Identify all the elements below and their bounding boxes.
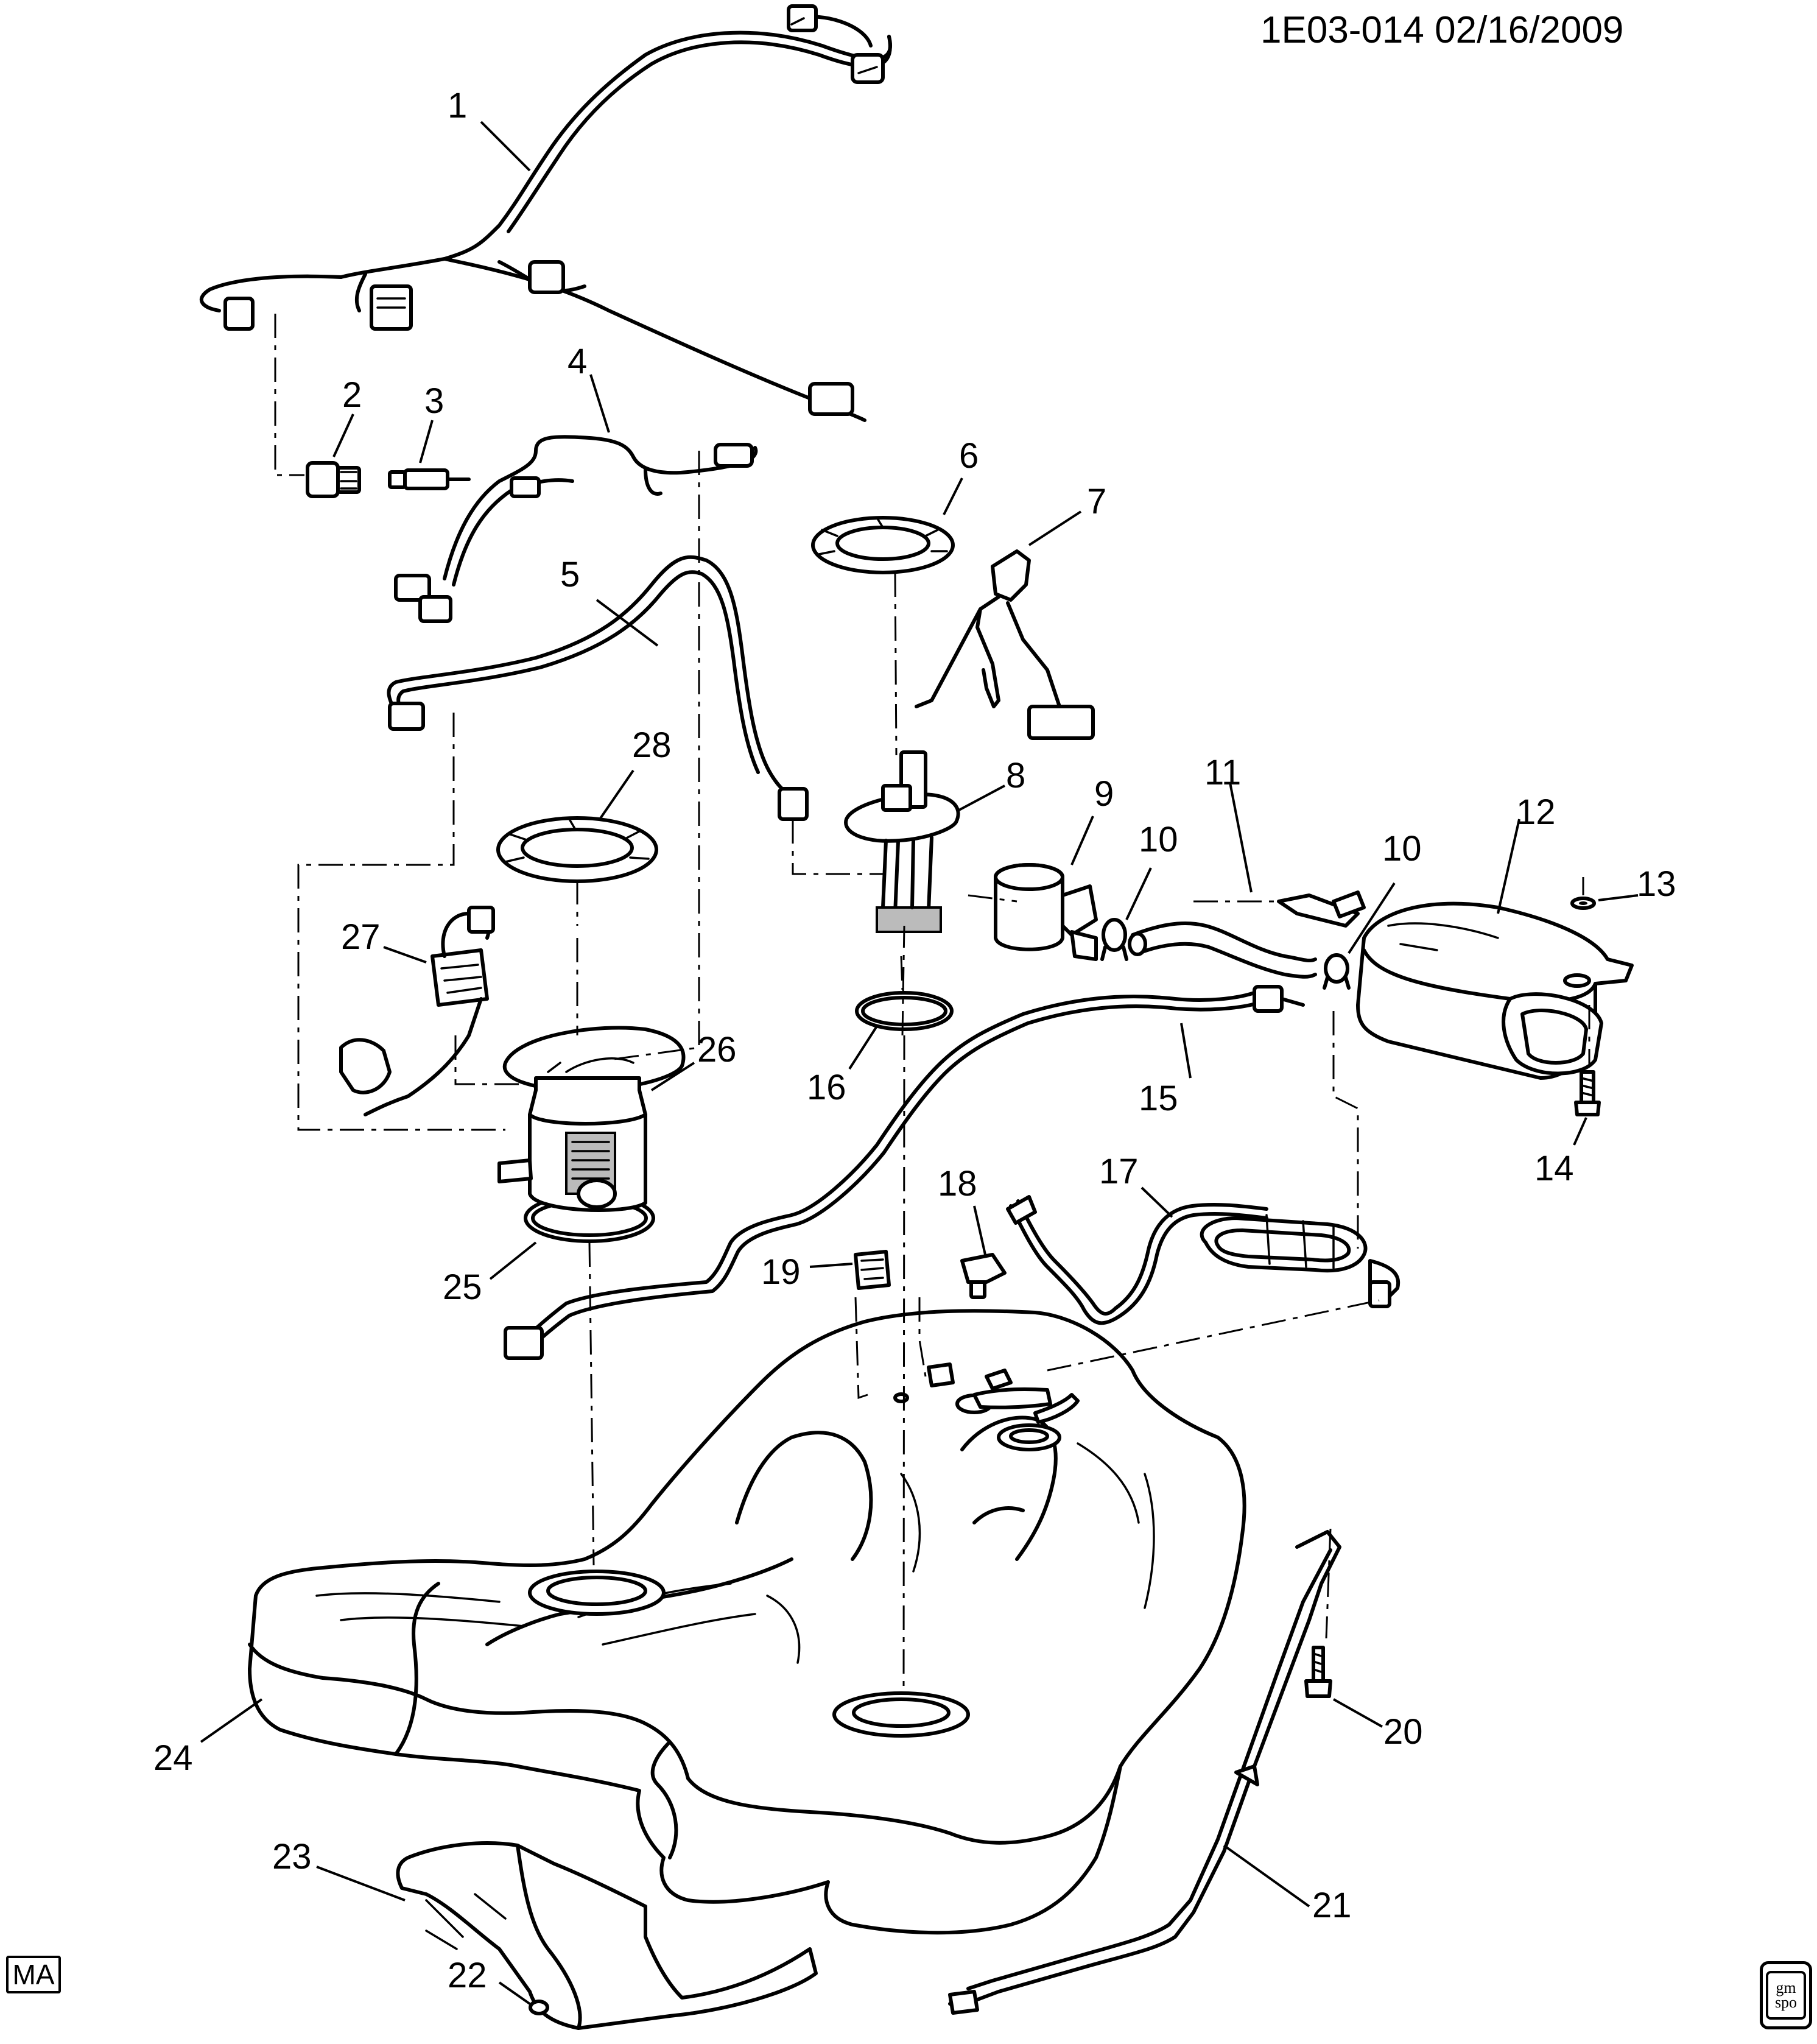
fuel-filter-part-9: [994, 863, 1098, 961]
callout-28: 28: [632, 725, 672, 765]
callout-21: 21: [1312, 1886, 1352, 1925]
callout-13: 13: [1637, 864, 1676, 904]
lock-ring-part-6: [811, 516, 955, 574]
secondary-pump-module-part-8: [844, 750, 960, 933]
tank-strap-part-21: [948, 1530, 1341, 2015]
gm-logo-text: gm: [1776, 1979, 1796, 1996]
callout-10a: 10: [1139, 820, 1178, 859]
diagram-code-date: 1E03-014 02/16/2009: [1260, 9, 1624, 51]
callout-9: 9: [1094, 774, 1114, 814]
seal-part-16: [855, 991, 954, 1031]
ma-badge: MA: [6, 1956, 61, 1993]
bolt-part-20: [1304, 1646, 1332, 1698]
connector-part-2: [306, 461, 361, 498]
clip-part-19: [854, 1250, 891, 1290]
fuel-pipe-part-5: [387, 555, 809, 821]
callout-12: 12: [1516, 792, 1556, 832]
fastener-part-22: [529, 2000, 549, 2015]
fuel-tank-part-24: [248, 1309, 1246, 1935]
callout-23: 23: [272, 1837, 312, 1877]
callout-25: 25: [443, 1267, 482, 1307]
callout-24: 24: [153, 1738, 193, 1778]
callout-15: 15: [1139, 1079, 1178, 1118]
gm-spo-logo: gm spo: [1760, 1961, 1812, 2029]
callout-4: 4: [568, 342, 588, 381]
sensor-part-3: [388, 468, 471, 490]
washer-part-13: [1570, 897, 1596, 910]
primary-pump-module-part-26: [497, 1026, 686, 1212]
fuel-sender-part-27: [339, 906, 495, 1116]
callout-2: 2: [342, 375, 362, 415]
gm-spo-logo-inner: gm spo: [1766, 1971, 1806, 2020]
vapor-pipe-part-15: [504, 985, 1305, 1360]
wiring-harness-part-1: [200, 4, 893, 422]
callout-6: 6: [959, 436, 979, 476]
callout-26: 26: [697, 1030, 737, 1070]
callout-11: 11: [1204, 753, 1242, 792]
clamp-part-10b: [1323, 953, 1351, 990]
callout-22: 22: [448, 1956, 487, 1995]
bolt-part-14: [1574, 1070, 1601, 1116]
callout-7: 7: [1087, 482, 1107, 521]
evap-canister-part-12: [1277, 890, 1634, 1080]
callout-3: 3: [424, 381, 445, 421]
callout-16: 16: [807, 1068, 846, 1107]
callout-18: 18: [938, 1164, 977, 1203]
lock-ring-part-28: [496, 816, 658, 883]
fuel-sender-part-7: [915, 549, 1095, 740]
harness-part-4: [394, 435, 758, 623]
leader-lines: [200, 121, 1639, 2005]
spo-logo-text: spo: [1774, 1993, 1798, 2011]
callout-14: 14: [1534, 1149, 1574, 1188]
callout-20: 20: [1383, 1712, 1423, 1752]
alignment-lines: [274, 314, 1590, 1694]
hose-part-11: [1128, 922, 1317, 979]
callout-5: 5: [560, 555, 580, 594]
vent-hose-part-17: [1006, 1195, 1401, 1325]
pressure-sensor-part-18: [960, 1253, 1007, 1299]
clamp-part-10a: [1100, 918, 1128, 961]
callout-8: 8: [1006, 756, 1026, 795]
callout-27: 27: [341, 917, 381, 957]
callout-19: 19: [761, 1252, 801, 1292]
callout-17: 17: [1099, 1152, 1139, 1191]
callout-1: 1: [448, 86, 468, 125]
callout-10b: 10: [1382, 829, 1422, 869]
heat-shield-part-23: [396, 1841, 818, 2030]
